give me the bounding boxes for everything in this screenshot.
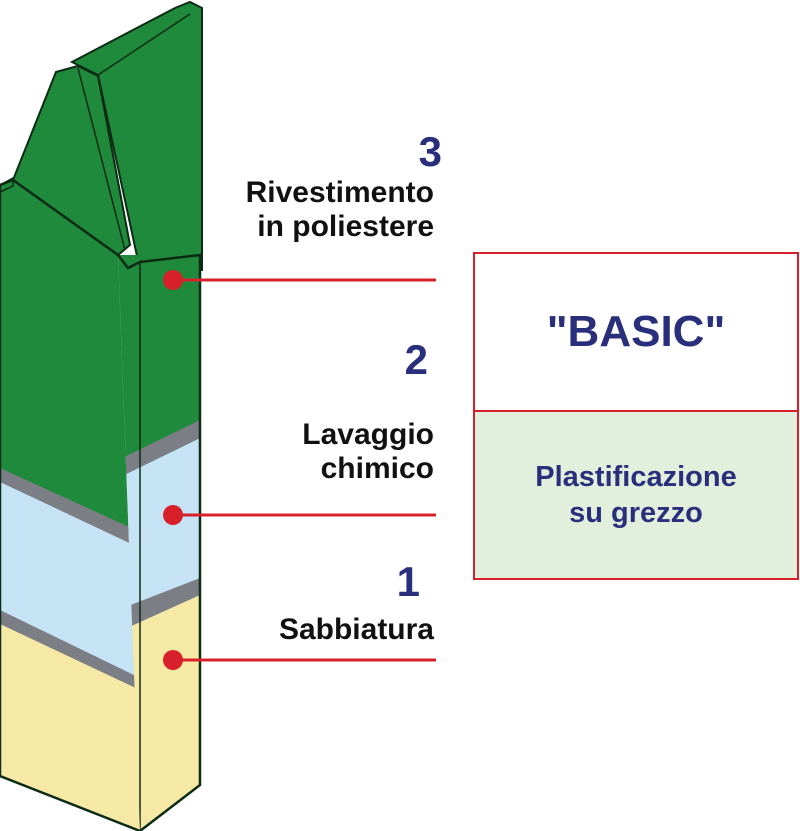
- step-3-label-line1: Rivestimento: [245, 176, 434, 209]
- step-3-number: 3: [418, 128, 442, 175]
- marker-dot-3: [163, 270, 183, 290]
- product-description-box: Plastificazione su grezzo: [473, 410, 799, 580]
- product-name-box: "BASIC": [473, 252, 799, 412]
- marker-dot-2: [163, 505, 183, 525]
- step-2-label-line1: Lavaggio: [302, 418, 434, 451]
- product-desc-line2: su grezzo: [569, 497, 703, 529]
- step-2-label: Lavaggio chimico: [302, 418, 434, 486]
- step-1-number: 1: [396, 558, 420, 605]
- marker-dot-1: [163, 650, 183, 670]
- step-2-label-line2: chimico: [320, 452, 434, 485]
- front-face: [0, 180, 140, 831]
- step-3-label-line2: in poliestere: [257, 210, 434, 243]
- product-name: "BASIC": [546, 307, 726, 356]
- side-face: [118, 255, 200, 831]
- step-2-number: 2: [404, 336, 428, 383]
- step-1-label: Sabbiatura: [278, 613, 434, 646]
- product-desc-line1: Plastificazione: [535, 461, 737, 493]
- coating-layer-front: [0, 180, 140, 548]
- step-3-label: Rivestimento in poliestere: [246, 176, 434, 244]
- connectors: [163, 270, 436, 670]
- back-slat: [69, 0, 203, 271]
- slat-outline: [0, 178, 202, 831]
